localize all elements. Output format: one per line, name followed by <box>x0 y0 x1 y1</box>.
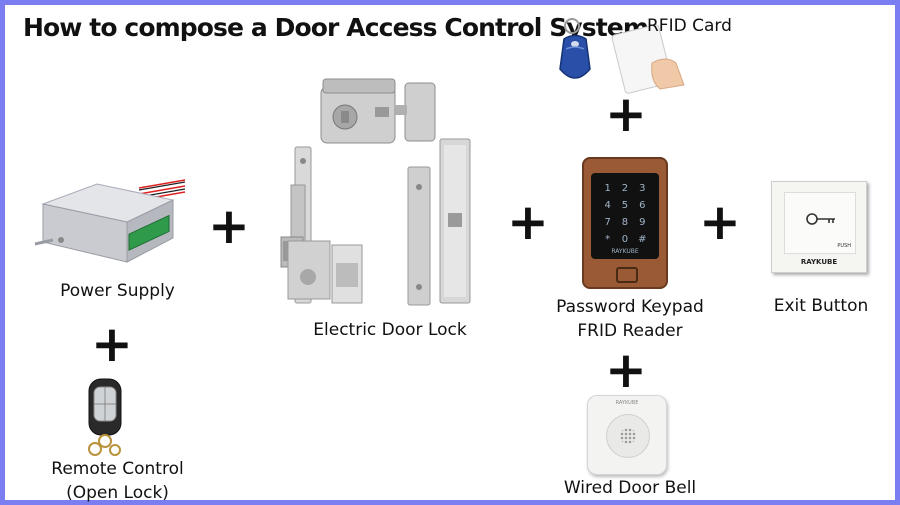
remote-control-image <box>88 378 122 456</box>
remote-control-label-line2: (Open Lock) <box>66 483 169 503</box>
keypad-keys: 1 2 3 4 5 6 7 8 9 * 0 # <box>599 183 651 245</box>
exit-button-device[interactable]: PUSH RAYKUBE <box>771 181 867 273</box>
magnetic-lock-image <box>407 138 471 306</box>
door-bell-label: Wired Door Bell <box>563 478 697 498</box>
plus-sign-icon: + <box>208 197 250 255</box>
plus-sign-icon: + <box>605 341 647 399</box>
keypad-key[interactable]: 5 <box>621 200 629 211</box>
power-supply-label: Power Supply <box>60 281 175 301</box>
keypad-key[interactable]: 7 <box>604 217 611 228</box>
rfid-card-label: RFID Card <box>647 16 732 36</box>
rim-lock-image <box>320 78 436 144</box>
rfid-card-image <box>611 24 685 94</box>
door-bell-grille <box>620 428 636 444</box>
bolt-lock-image <box>287 240 363 304</box>
exit-button-face[interactable]: PUSH <box>784 192 856 254</box>
door-bell-speaker <box>606 414 650 458</box>
keypad-screen: 1 2 3 4 5 6 7 8 9 * 0 # RAYKUBE <box>591 173 659 259</box>
door-bell-device: RAYKUBE <box>587 395 667 475</box>
keypad-key[interactable]: 3 <box>639 183 646 194</box>
keypad-card-slot <box>616 267 638 283</box>
plus-sign-icon: + <box>605 85 647 143</box>
door-bell-brand: RAYKUBE <box>615 400 639 406</box>
plus-sign-icon: + <box>699 193 741 251</box>
keypad-key[interactable]: 9 <box>639 217 646 228</box>
power-supply-image <box>34 179 186 263</box>
keypad-label-line2: FRID Reader <box>577 321 683 341</box>
rfid-key-fob-image <box>559 18 591 79</box>
keypad-label-line1: Password Keypad <box>556 297 704 317</box>
exit-button-label: Exit Button <box>773 296 869 316</box>
keypad-key[interactable]: 2 <box>621 183 629 194</box>
keypad-key[interactable]: 0 <box>621 234 629 245</box>
keypad-key[interactable]: 6 <box>639 200 646 211</box>
electric-door-lock-label: Electric Door Lock <box>313 320 467 340</box>
page-title: How to compose a Door Access Control Sys… <box>23 13 649 42</box>
keypad-key[interactable]: # <box>638 234 647 245</box>
remote-control-label-line1: Remote Control <box>51 459 184 479</box>
keypad-device: 1 2 3 4 5 6 7 8 9 * 0 # RAYKUBE <box>582 157 668 289</box>
exit-button-push: PUSH <box>837 243 851 249</box>
plus-sign-icon: + <box>91 315 133 373</box>
keypad-brand: RAYKUBE <box>611 248 639 255</box>
keypad-key[interactable]: 4 <box>604 200 611 211</box>
keypad-label: Password Keypad FRID Reader <box>540 295 720 343</box>
remote-control-label: Remote Control (Open Lock) <box>25 457 210 505</box>
exit-button-brand: RAYKUBE <box>800 258 838 266</box>
keypad-key[interactable]: 8 <box>621 217 629 228</box>
keypad-key[interactable]: * <box>605 234 611 245</box>
key-icon <box>806 213 835 225</box>
plus-sign-icon: + <box>507 193 549 251</box>
keypad-key[interactable]: 1 <box>604 183 611 194</box>
